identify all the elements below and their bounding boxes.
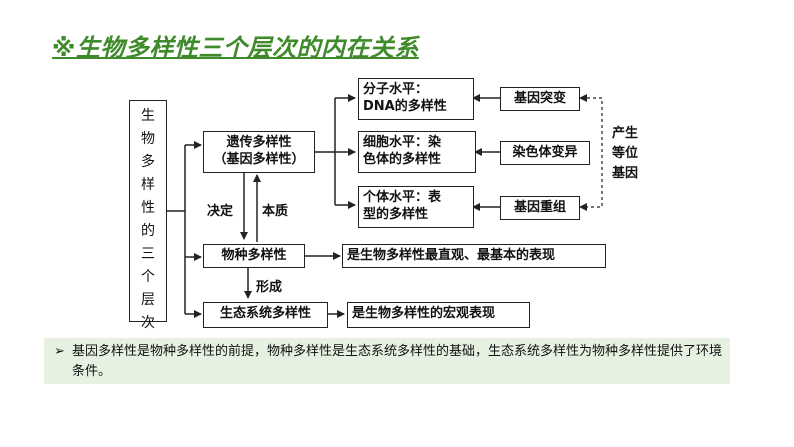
- cellular-line1: 细胞水平：染: [363, 135, 442, 150]
- vertical-char: 的: [141, 223, 155, 239]
- forms-label: 形成: [256, 280, 283, 295]
- ecosystem-diversity-box: 生态系统多样性: [203, 302, 328, 328]
- vertical-label-box: 生 物 多 样 性 的 三 个 层 次: [129, 100, 167, 331]
- individual-line2: 型的多样性: [363, 207, 429, 222]
- molecular-line2: DNA的多样性: [363, 99, 447, 114]
- species-label: 物种多样性: [221, 248, 287, 263]
- side-line: 基因: [612, 166, 639, 181]
- genetic-line2: （基因多样性）: [213, 152, 305, 167]
- page-title: ※生物多样性三个层次的内在关系: [52, 34, 419, 62]
- species-outcome-box: 是生物多样性最直观、最基本的表现: [342, 244, 606, 268]
- vertical-char: 次: [141, 315, 155, 331]
- vertical-char: 三: [141, 246, 155, 262]
- summary-note: ➢ 基因多样性是物种多样性的前提，物种多样性是生态系统多样性的基础，生态系统多样…: [44, 338, 730, 384]
- gene-mutation-box: 基因突变: [500, 87, 580, 111]
- summary-text: 基因多样性是物种多样性的前提，物种多样性是生态系统多样性的基础，生态系统多样性为…: [72, 344, 723, 379]
- chromosome-variation-label: 染色体变异: [512, 145, 578, 160]
- vertical-char: 层: [141, 292, 155, 308]
- produce-alleles-label: 产生 等位 基因: [612, 124, 638, 184]
- species-diversity-box: 物种多样性: [203, 244, 305, 268]
- essence-label: 本质: [262, 204, 289, 219]
- individual-level-box: 个体水平：表 型的多样性: [358, 186, 474, 228]
- cellular-line2: 色体的多样性: [363, 152, 442, 167]
- vertical-char: 性: [141, 200, 155, 216]
- ecosystem-outcome-box: 是生物多样性的宏观表现: [347, 302, 530, 328]
- molecular-level-box: 分子水平： DNA的多样性: [358, 78, 474, 120]
- vertical-char: 样: [141, 177, 155, 193]
- decides-label: 决定: [207, 204, 234, 219]
- ecosystem-label: 生态系统多样性: [219, 306, 311, 321]
- cellular-level-box: 细胞水平：染 色体的多样性: [358, 131, 476, 173]
- ecosystem-outcome-text: 是生物多样性的宏观表现: [352, 306, 496, 321]
- side-line: 等位: [612, 146, 639, 161]
- chromosome-variation-box: 染色体变异: [500, 141, 590, 165]
- vertical-char: 个: [141, 269, 155, 285]
- individual-line1: 个体水平：表: [363, 190, 442, 205]
- molecular-line1: 分子水平：: [363, 82, 429, 97]
- vertical-char: 多: [141, 154, 155, 170]
- arrow-bullet-icon: ➢: [54, 344, 65, 359]
- gene-mutation-label: 基因突变: [513, 91, 566, 106]
- species-outcome-text: 是生物多样性最直观、最基本的表现: [347, 248, 556, 263]
- side-line: 产生: [612, 126, 639, 141]
- genetic-line1: 遗传多样性: [226, 135, 292, 150]
- genetic-diversity-box: 遗传多样性 （基因多样性）: [203, 131, 315, 173]
- gene-recombination-box: 基因重组: [500, 196, 580, 220]
- gene-recombination-label: 基因重组: [513, 200, 566, 215]
- vertical-char: 物: [141, 131, 155, 147]
- vertical-char: 生: [141, 108, 155, 124]
